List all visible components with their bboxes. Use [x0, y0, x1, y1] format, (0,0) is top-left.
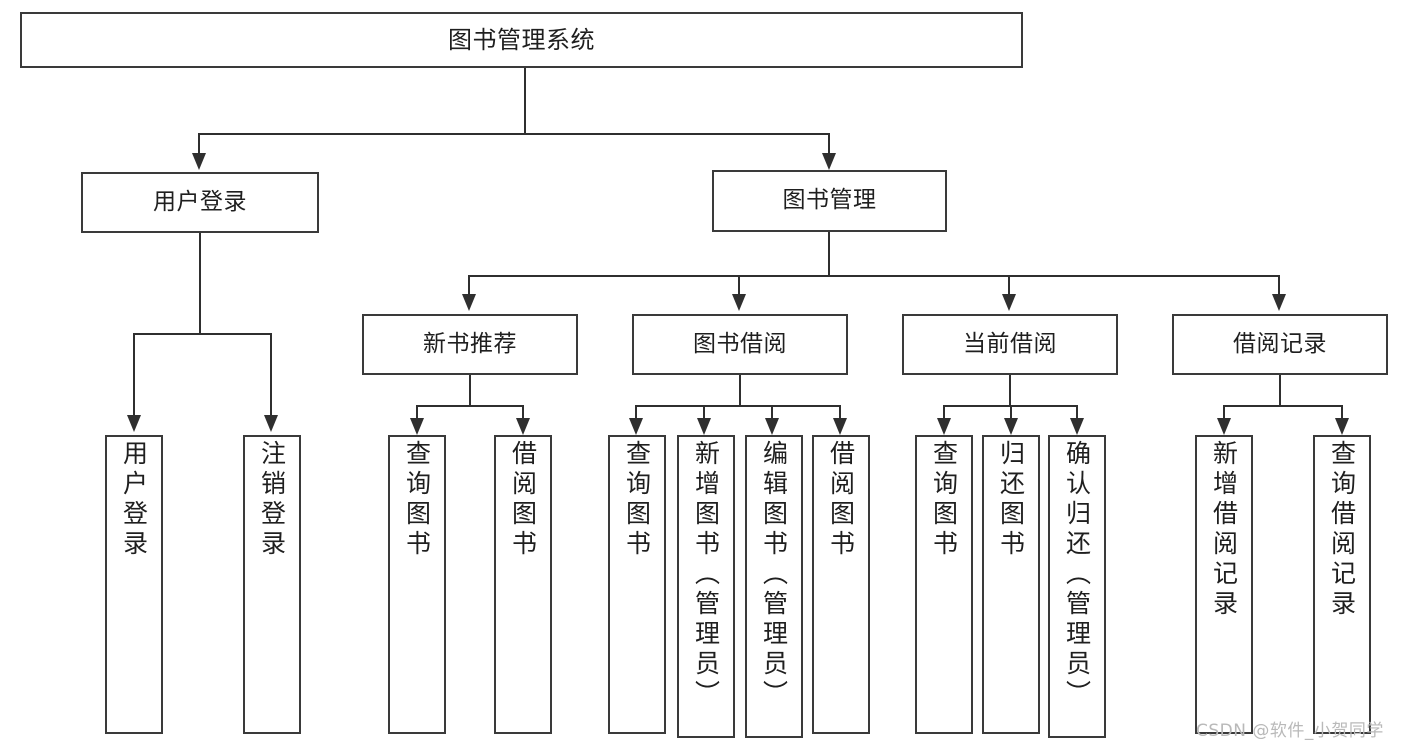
node-label: 图书管理 [782, 187, 877, 214]
edge-br-c1 [1223, 405, 1226, 421]
edge-cb-c2 [1010, 405, 1013, 421]
arrowhead-new-book-recommend [462, 294, 476, 311]
node-label: 注销登录 [257, 440, 287, 560]
edge-new-book-stem [469, 375, 472, 407]
node-label: 查询图书 [402, 440, 432, 560]
node-label: 图书管理系统 [448, 25, 595, 54]
edge-book-borrow-fanbar [635, 405, 841, 408]
edge-current-borrow-stem [1009, 375, 1012, 407]
edge-root-stem [524, 68, 527, 134]
node-root-system[interactable]: 图书管理系统 [20, 12, 1023, 68]
node-user-login[interactable]: 用户登录 [81, 172, 319, 233]
leaf-nb-borrow-book[interactable]: 借阅图书 [494, 435, 552, 734]
node-new-book-recommend[interactable]: 新书推荐 [362, 314, 578, 375]
edge-cb-c3 [1076, 405, 1079, 421]
arrowhead-leaf-user-login [127, 415, 141, 432]
edge-br-c2 [1341, 405, 1344, 421]
edge-book-mgmt-child3 [1008, 275, 1011, 297]
leaf-cb-confirm-return[interactable]: 确认归还（管理员） [1048, 435, 1106, 738]
node-label: 新增图书（管理员） [691, 440, 721, 710]
arrowhead-cb-confirm-return [1070, 418, 1084, 435]
edge-new-book-fanbar [416, 405, 524, 408]
edge-bb-c1 [635, 405, 638, 421]
arrowhead-cb-query-book [937, 418, 951, 435]
edge-borrow-record-stem [1279, 375, 1282, 407]
arrowhead-br-query-record [1335, 418, 1349, 435]
edge-new-book-c1 [416, 405, 419, 421]
node-label: 确认归还（管理员） [1062, 440, 1092, 710]
node-label: 当前借阅 [963, 330, 1057, 357]
edge-book-mgmt-child4 [1278, 275, 1281, 297]
node-label: 新书推荐 [423, 330, 517, 357]
leaf-nb-query-book[interactable]: 查询图书 [388, 435, 446, 734]
arrowhead-nb-query-book [410, 418, 424, 435]
node-label: 借阅记录 [1233, 330, 1327, 357]
node-label: 新增借阅记录 [1209, 440, 1239, 620]
node-label: 查询图书 [622, 440, 652, 560]
edge-bb-c2 [703, 405, 706, 421]
node-label: 编辑图书（管理员） [759, 440, 789, 710]
arrowhead-cb-return-book [1004, 418, 1018, 435]
arrowhead-nb-borrow-book [516, 418, 530, 435]
arrowhead-current-borrow [1002, 294, 1016, 311]
arrowhead-br-add-record [1217, 418, 1231, 435]
leaf-user-login[interactable]: 用户登录 [105, 435, 163, 734]
node-label: 图书借阅 [693, 330, 787, 357]
edge-bb-c3 [771, 405, 774, 421]
leaf-bb-edit-book[interactable]: 编辑图书（管理员） [745, 435, 803, 738]
arrowhead-leaf-logout [264, 415, 278, 432]
arrowhead-user-login [192, 153, 206, 170]
node-label: 查询图书 [929, 440, 959, 560]
arrowhead-book-mgmt [822, 153, 836, 170]
arrowhead-book-borrow [732, 294, 746, 311]
edge-book-mgmt-child2 [738, 275, 741, 297]
node-current-borrow[interactable]: 当前借阅 [902, 314, 1118, 375]
node-label: 归还图书 [996, 440, 1026, 560]
leaf-br-query-record[interactable]: 查询借阅记录 [1313, 435, 1371, 734]
leaf-cb-return-book[interactable]: 归还图书 [982, 435, 1040, 734]
edge-book-borrow-stem [739, 375, 742, 407]
node-label: 查询借阅记录 [1327, 440, 1357, 620]
edge-user-login-stem [199, 233, 202, 334]
edge-new-book-c2 [522, 405, 525, 421]
arrowhead-bb-add-book [697, 418, 711, 435]
leaf-bb-query-book[interactable]: 查询图书 [608, 435, 666, 734]
edge-root-to-user-login [198, 133, 201, 157]
leaf-cb-query-book[interactable]: 查询图书 [915, 435, 973, 734]
edge-borrow-record-fanbar [1223, 405, 1342, 408]
edge-root-fanbar [198, 133, 830, 136]
edge-book-mgmt-stem [828, 232, 831, 277]
node-book-management[interactable]: 图书管理 [712, 170, 947, 232]
arrowhead-borrow-record [1272, 294, 1286, 311]
node-borrow-record[interactable]: 借阅记录 [1172, 314, 1388, 375]
edge-book-mgmt-child1 [468, 275, 471, 297]
edge-root-to-book-mgmt [828, 133, 831, 157]
edge-bb-c4 [839, 405, 842, 421]
arrowhead-bb-borrow-book [833, 418, 847, 435]
edge-user-login-fanbar [133, 333, 272, 336]
leaf-bb-borrow-book[interactable]: 借阅图书 [812, 435, 870, 734]
leaf-logout[interactable]: 注销登录 [243, 435, 301, 734]
arrowhead-bb-query-book [629, 418, 643, 435]
node-label: 用户登录 [119, 440, 149, 560]
edge-user-login-child2 [270, 333, 273, 418]
edge-book-mgmt-fanbar [468, 275, 1280, 278]
edge-cb-c1 [943, 405, 946, 421]
arrowhead-bb-edit-book [765, 418, 779, 435]
node-label: 借阅图书 [826, 440, 856, 560]
leaf-bb-add-book[interactable]: 新增图书（管理员） [677, 435, 735, 738]
edge-user-login-child1 [133, 333, 136, 418]
node-label: 借阅图书 [508, 440, 538, 560]
leaf-br-add-record[interactable]: 新增借阅记录 [1195, 435, 1253, 734]
node-label: 用户登录 [153, 188, 247, 215]
node-book-borrow[interactable]: 图书借阅 [632, 314, 848, 375]
